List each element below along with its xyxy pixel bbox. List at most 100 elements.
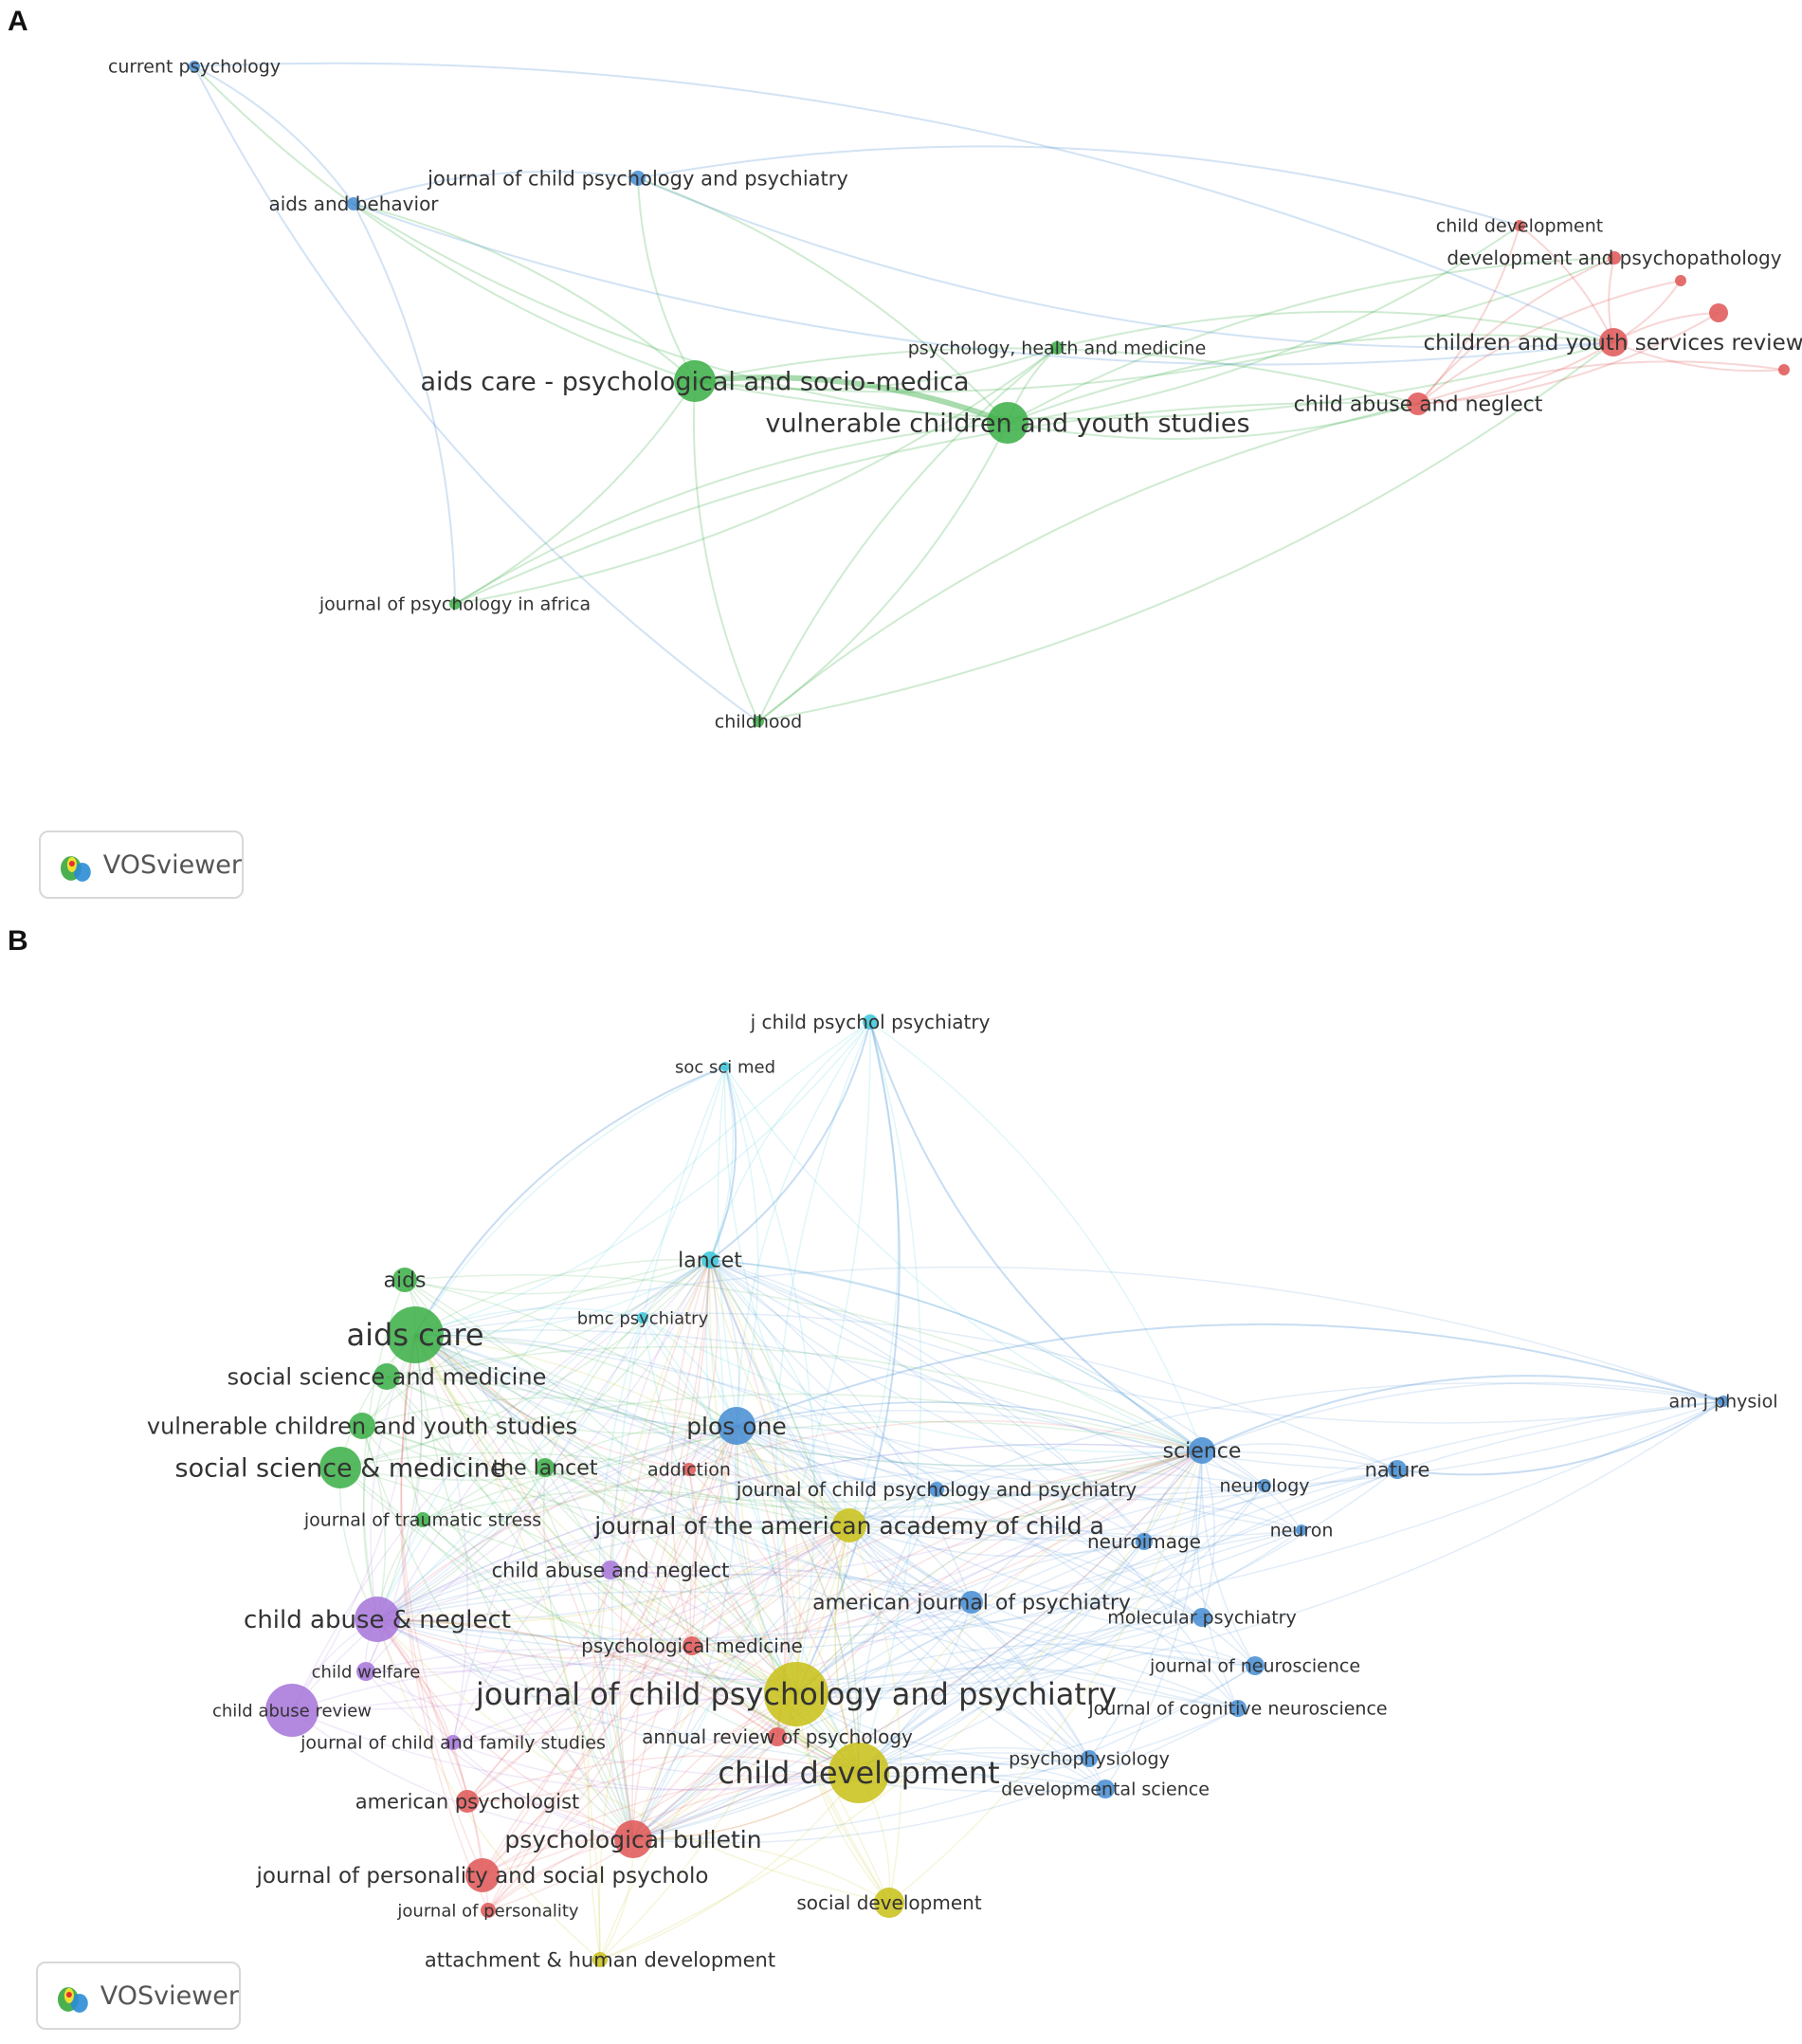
network-link bbox=[291, 1709, 860, 1791]
network-link bbox=[708, 1259, 890, 1904]
node-ajp bbox=[960, 1591, 983, 1614]
network-link bbox=[542, 1467, 634, 1840]
network-link bbox=[642, 1317, 1203, 1453]
node-neurology bbox=[1258, 1479, 1271, 1492]
node-cysr bbox=[1599, 328, 1628, 356]
network-link bbox=[1417, 312, 1720, 405]
network-link bbox=[291, 1524, 850, 1711]
network-link bbox=[404, 1274, 1203, 1451]
network-link bbox=[632, 1450, 1203, 1840]
network-link bbox=[376, 1618, 797, 1701]
network-link bbox=[414, 1334, 850, 1526]
network-link bbox=[376, 1515, 1145, 1620]
network-link bbox=[599, 1693, 797, 1961]
network-link bbox=[858, 1450, 1203, 1774]
network-link bbox=[452, 1524, 850, 1743]
network-link bbox=[709, 1259, 860, 1774]
network-link bbox=[632, 1488, 937, 1840]
network-link bbox=[414, 1334, 860, 1774]
network-link bbox=[709, 1259, 1106, 1790]
network-link bbox=[632, 1707, 1239, 1844]
network-link bbox=[709, 1066, 735, 1261]
network-link bbox=[637, 177, 1614, 349]
node-jcogneuro bbox=[1229, 1700, 1247, 1717]
network-link bbox=[414, 1334, 601, 1961]
node-label-lancet: lancet bbox=[678, 1250, 742, 1273]
network-link bbox=[361, 1425, 387, 1620]
node-label-psychophys: psychophysiology bbox=[1009, 1749, 1170, 1770]
node-label-jcppB: journal of child psychology and psychiat… bbox=[736, 1478, 1138, 1501]
network-link bbox=[365, 1259, 711, 1672]
node-label-jtrauma: journal of traumatic stress bbox=[303, 1510, 541, 1531]
network-link bbox=[400, 1334, 483, 1876]
node-label-jcfs: journal of child and family studies bbox=[300, 1733, 606, 1754]
network-link bbox=[1007, 403, 1419, 440]
node-neuron bbox=[1296, 1524, 1307, 1536]
node-lancet bbox=[701, 1251, 719, 1268]
network-link bbox=[723, 1066, 850, 1526]
network-link bbox=[370, 1334, 416, 1620]
network-link bbox=[454, 347, 1058, 605]
network-link bbox=[291, 1259, 711, 1711]
network-link bbox=[1007, 334, 1614, 424]
network-link bbox=[361, 1425, 850, 1530]
node-label-aidscare: aids care bbox=[347, 1317, 484, 1353]
network-link bbox=[795, 1529, 1302, 1695]
network-link bbox=[632, 1425, 738, 1840]
network-link bbox=[736, 1401, 1203, 1451]
network-link bbox=[858, 1450, 1203, 1774]
network-link bbox=[386, 1376, 634, 1840]
network-link bbox=[858, 1761, 1106, 1790]
network-link bbox=[724, 1066, 815, 1695]
network-link bbox=[848, 1450, 1203, 1529]
network-link bbox=[376, 1334, 423, 1620]
network-link bbox=[1088, 1450, 1203, 1760]
network-link bbox=[736, 1425, 973, 1603]
node-label-sssm: social science and medicine bbox=[228, 1363, 547, 1390]
network-link bbox=[705, 1259, 797, 1695]
node-vcys bbox=[987, 402, 1028, 444]
network-link bbox=[848, 1524, 1145, 1558]
network-link bbox=[848, 1450, 1203, 1529]
network-link bbox=[610, 1450, 1203, 1576]
node-cp bbox=[189, 61, 200, 72]
node-label-neuroimage: neuroimage bbox=[1087, 1530, 1201, 1553]
network-link bbox=[848, 1524, 1203, 1618]
network-link bbox=[376, 1469, 690, 1620]
network-link bbox=[353, 203, 456, 605]
node-label-vcys: vulnerable children and youth studies bbox=[765, 409, 1249, 438]
network-link bbox=[688, 1469, 850, 1526]
network-link bbox=[834, 1524, 860, 1774]
network-link bbox=[361, 1425, 634, 1840]
network-link bbox=[757, 341, 1614, 722]
node-jcpp bbox=[630, 171, 646, 186]
network-link bbox=[414, 1307, 644, 1336]
node-r3 bbox=[1778, 364, 1790, 375]
network-link bbox=[632, 1469, 1398, 1840]
node-aids bbox=[392, 1268, 417, 1292]
network-link bbox=[361, 1396, 737, 1427]
network-link bbox=[724, 1066, 1203, 1451]
network-link bbox=[1007, 225, 1520, 424]
network-link bbox=[795, 1693, 1090, 1761]
network-link bbox=[632, 1665, 1256, 1840]
network-link bbox=[736, 1425, 1239, 1709]
network-link bbox=[795, 1469, 1398, 1695]
network-link bbox=[422, 1259, 711, 1521]
network-link bbox=[689, 1425, 737, 1647]
network-link bbox=[466, 1259, 711, 1802]
node-r2 bbox=[1709, 303, 1728, 322]
network-link bbox=[597, 1317, 644, 1840]
network-link bbox=[1519, 225, 1614, 343]
network-link bbox=[709, 1259, 850, 1526]
network-link bbox=[466, 1524, 850, 1802]
network-link bbox=[422, 1519, 797, 1695]
network-link bbox=[709, 1259, 973, 1603]
network-link bbox=[848, 1492, 1302, 1531]
network-link bbox=[414, 1334, 1203, 1618]
network-link bbox=[376, 1618, 693, 1659]
network-link bbox=[869, 1021, 1203, 1451]
network-link bbox=[848, 1524, 1106, 1790]
network-link bbox=[414, 1334, 1090, 1760]
network-link bbox=[414, 1334, 797, 1695]
